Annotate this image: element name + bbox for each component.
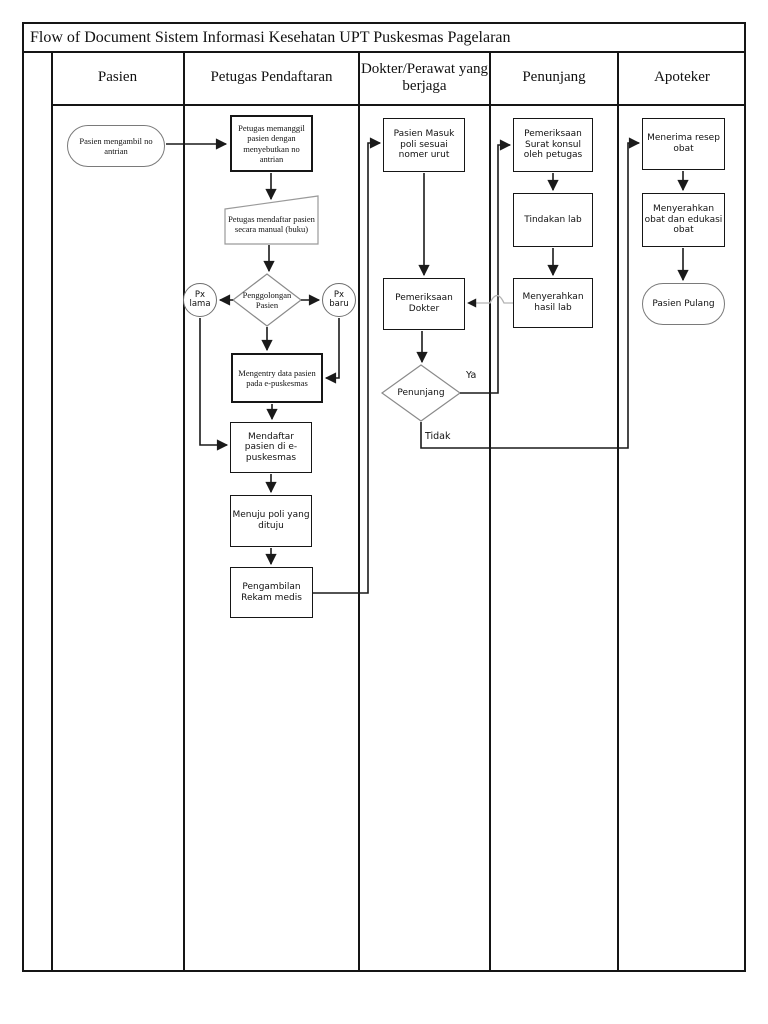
edge-hasillab-to-periksadokter — [467, 294, 513, 308]
diagram-title: Flow of Document Sistem Informasi Keseha… — [22, 22, 746, 53]
node-px-lama: Px lama — [183, 283, 217, 317]
edge-rekammedis-to-masukpoli — [313, 137, 382, 594]
edge-pxlama-to-mendaftar — [199, 318, 229, 451]
lane-header-petugas: Petugas Pendaftaran — [210, 69, 333, 86]
node-label: Pengambilan Rekam medis — [241, 581, 302, 603]
node-mengentry-data: Mengentry data pasien pada e-puskesmas — [231, 353, 323, 403]
node-label: Mengentry data pasien pada e-puskesmas — [238, 367, 316, 388]
node-penunjang-decision-label: Penunjang — [397, 388, 445, 399]
node-pemeriksaan-surat-konsul: Pemeriksaan Surat konsul oleh petugas — [513, 118, 593, 172]
node-px-baru: Px baru — [322, 283, 356, 317]
node-label: Pasien Masuk poli sesuai nomer urut — [393, 129, 455, 161]
node-penggolongan-pasien-label: Penggolongan Pasien — [242, 289, 292, 310]
lane-header-apoteker: Apoteker — [654, 69, 710, 86]
node-label: Tindakan lab — [524, 214, 582, 225]
manual-input-shape — [224, 195, 319, 245]
node-label: Menyerahkan obat dan edukasi obat — [644, 204, 723, 236]
lane-divider — [183, 52, 185, 972]
lane-divider — [51, 52, 53, 972]
node-label: Mendaftar pasien di e-puskesmas — [244, 431, 298, 463]
node-pemeriksaan-dokter: Pemeriksaan Dokter — [383, 278, 465, 330]
node-mendaftar-epuskesmas: Mendaftar pasien di e-puskesmas — [230, 422, 312, 473]
node-label: Px baru — [329, 289, 349, 309]
node-label: Menerima resep obat — [647, 133, 720, 154]
lane-header-dokter: Dokter/Perawat yang berjaga — [360, 60, 489, 94]
node-menerima-resep-obat: Menerima resep obat — [642, 118, 725, 170]
node-tindakan-lab: Tindakan lab — [513, 193, 593, 247]
lane-divider — [358, 52, 360, 972]
edge-label-ya: Ya — [466, 370, 477, 381]
node-pasien-mengambil-no-antrian: Pasien mengambil no antrian — [67, 125, 165, 167]
edge-ya-to-suratkonsul — [460, 139, 512, 394]
lane-divider — [617, 52, 619, 972]
node-menuju-poli: Menuju poli yang dituju — [230, 495, 312, 547]
node-label: Pemeriksaan Dokter — [395, 293, 453, 314]
lane-header-pasien: Pasien — [97, 69, 138, 86]
node-label: Menyerahkan hasil lab — [522, 292, 584, 313]
lane-divider — [489, 52, 491, 972]
node-pasien-masuk-poli: Pasien Masuk poli sesuai nomer urut — [383, 118, 465, 172]
node-petugas-mendaftar-manual-label: Petugas mendaftar pasien secara manual (… — [228, 213, 315, 234]
node-label: Pasien Pulang — [652, 298, 715, 309]
node-label: Petugas memanggil pasien dengan menyebut… — [238, 123, 305, 164]
edge-label-tidak: Tidak — [425, 431, 451, 442]
lane-header-penunjang: Penunjang — [522, 69, 586, 86]
edge-tidak-to-terimaresep — [420, 137, 641, 449]
node-menyerahkan-hasil-lab: Menyerahkan hasil lab — [513, 278, 593, 328]
node-label: Px lama — [189, 289, 211, 309]
node-menyerahkan-obat-edukasi: Menyerahkan obat dan edukasi obat — [642, 193, 725, 247]
node-label: Pasien mengambil no antrian — [79, 135, 153, 156]
node-pengambilan-rekam-medis: Pengambilan Rekam medis — [230, 567, 313, 618]
header-bottom-border — [52, 104, 746, 106]
node-label: Menuju poli yang dituju — [232, 510, 310, 531]
edge-pxbaru-to-mengentry — [324, 318, 340, 384]
node-label: Pemeriksaan Surat konsul oleh petugas — [523, 129, 583, 161]
node-petugas-memanggil: Petugas memanggil pasien dengan menyebut… — [230, 115, 313, 172]
node-pasien-pulang: Pasien Pulang — [642, 283, 725, 325]
